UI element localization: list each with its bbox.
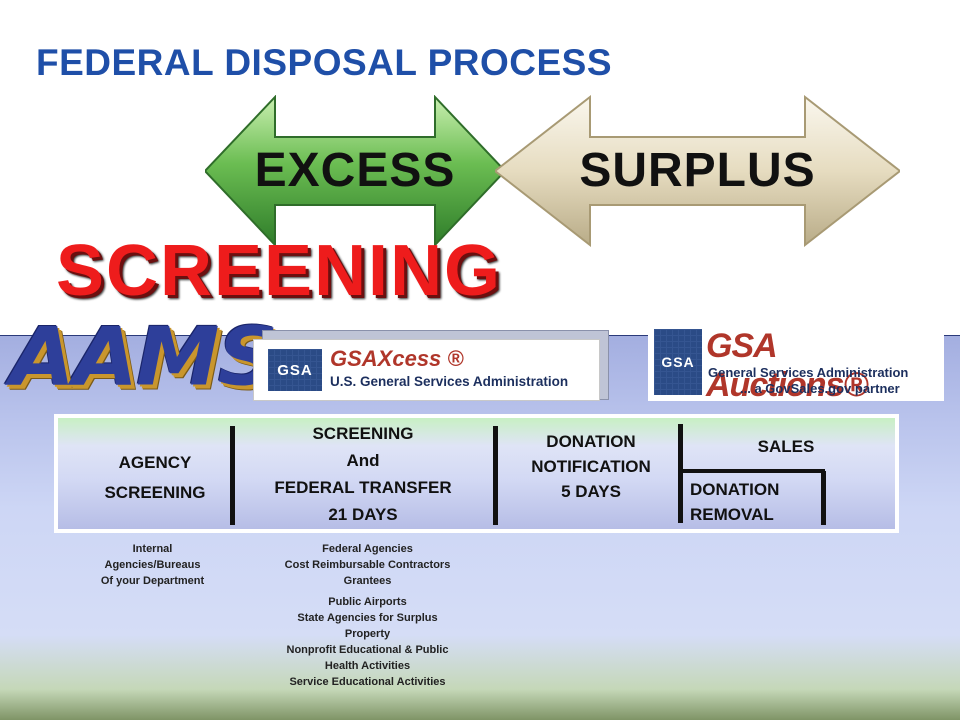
stage-federal-transfer: SCREENING And FEDERAL TRANSFER 21 DAYS bbox=[274, 424, 452, 524]
sales-divider bbox=[683, 469, 825, 473]
stage-donation-removal: DONATION REMOVAL bbox=[690, 480, 780, 524]
surplus-label: SURPLUS bbox=[579, 144, 816, 197]
gsaxcess-logo[interactable]: GSA GSAXcess ® U.S. General Services Adm… bbox=[253, 339, 600, 401]
page-title: FEDERAL DISPOSAL PROCESS bbox=[36, 42, 613, 83]
surplus-arrow: SURPLUS bbox=[495, 95, 900, 247]
gsaxcess-brand: GSAXcess ® bbox=[330, 346, 464, 371]
stage-donation-notification: DONATION NOTIFICATION 5 DAYS bbox=[531, 432, 651, 501]
auctions-brand: GSA Auctions® bbox=[706, 327, 869, 404]
timeline-divider bbox=[230, 426, 235, 525]
timeline-divider bbox=[493, 426, 498, 525]
note-federal: Federal Agencies Cost Reimbursable Contr… bbox=[284, 543, 451, 587]
auctions-tagline: ... a GovSales.gov partner bbox=[740, 381, 900, 396]
process-timeline: AGENCY SCREENING SCREENING And FEDERAL T… bbox=[54, 414, 899, 533]
gsa-mark-icon: GSA bbox=[268, 349, 322, 391]
screening-heading: SCREENING bbox=[56, 231, 503, 311]
auctions-subtitle: General Services Administration bbox=[708, 365, 909, 380]
stage-agency-screening: AGENCY SCREENING bbox=[104, 453, 206, 502]
note-agency: Internal Agencies/Bureaus Of your Depart… bbox=[100, 543, 205, 587]
gsa-mark-icon: GSA bbox=[654, 329, 702, 395]
aams-logo: AAMS bbox=[10, 310, 278, 404]
gsaxcess-subtitle: U.S. General Services Administration bbox=[330, 374, 569, 389]
timeline-divider bbox=[821, 471, 826, 525]
note-donation: Public Airports State Agencies for Surpl… bbox=[286, 596, 449, 688]
excess-label: EXCESS bbox=[254, 144, 456, 197]
timeline-divider bbox=[678, 424, 683, 523]
timeline-band bbox=[58, 418, 895, 529]
stage-sales: SALES bbox=[757, 437, 815, 456]
gsa-auctions-logo[interactable]: GSA GSA Auctions® General Services Admin… bbox=[648, 323, 944, 404]
excess-arrow: EXCESS bbox=[205, 95, 505, 247]
